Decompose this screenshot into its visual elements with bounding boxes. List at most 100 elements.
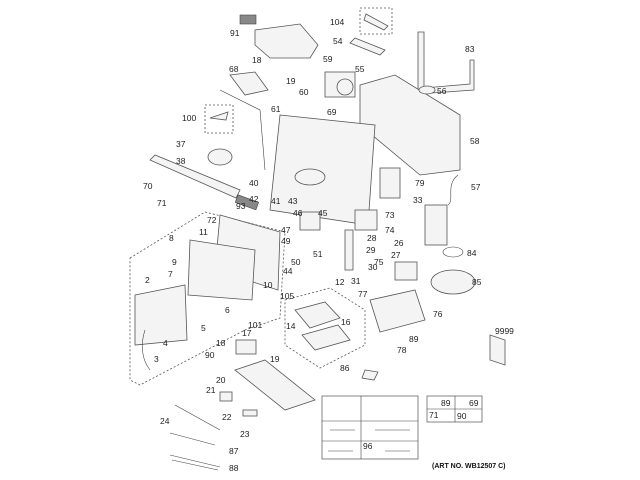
callout: 4 bbox=[163, 338, 168, 348]
kit-104-box bbox=[359, 7, 393, 35]
callout: 40 bbox=[249, 178, 259, 188]
callout: 47 bbox=[281, 225, 291, 235]
leader-line bbox=[219, 89, 266, 171]
callout: 2 bbox=[145, 275, 150, 285]
part-21 bbox=[219, 391, 233, 402]
callout: 26 bbox=[394, 238, 404, 248]
callout: 85 bbox=[472, 277, 482, 287]
kit-100-box bbox=[204, 104, 234, 134]
part-85-turntable bbox=[430, 269, 476, 295]
part-76-base bbox=[369, 289, 426, 333]
callout: 100 bbox=[182, 113, 196, 123]
callout: 44 bbox=[283, 266, 293, 276]
callout: 72 bbox=[207, 215, 217, 225]
callout: 30 bbox=[368, 262, 378, 272]
callout: 19 bbox=[286, 76, 296, 86]
callout: 10 bbox=[263, 280, 273, 290]
callout: 45 bbox=[318, 208, 328, 218]
callout: 57 bbox=[471, 182, 481, 192]
callout: 18 bbox=[216, 338, 226, 348]
part-42 bbox=[234, 194, 260, 211]
callout: 49 bbox=[281, 236, 291, 246]
part-cavity-stirrer bbox=[294, 168, 326, 186]
callout: 37 bbox=[176, 139, 186, 149]
callout: 19 bbox=[270, 354, 280, 364]
callout: 22 bbox=[222, 412, 232, 422]
callout: 59 bbox=[323, 54, 333, 64]
callout: 8 bbox=[169, 233, 174, 243]
callout: 58 bbox=[470, 136, 480, 146]
callout: 79 bbox=[415, 178, 425, 188]
callout: 86 bbox=[340, 363, 350, 373]
legend-90: 90 bbox=[457, 411, 467, 421]
part-54 bbox=[349, 37, 386, 56]
part-24-wire bbox=[174, 404, 221, 431]
part-37-fan-blade bbox=[207, 148, 233, 166]
part-control-bracket bbox=[254, 23, 319, 59]
callout: 7 bbox=[168, 269, 173, 279]
part-87-harness bbox=[169, 432, 216, 446]
callout: 23 bbox=[240, 429, 250, 439]
callout: 93 bbox=[236, 201, 246, 211]
hardware-table-86 bbox=[321, 395, 419, 460]
part-68 bbox=[229, 71, 269, 96]
callout: 29 bbox=[366, 245, 376, 255]
callout: 17 bbox=[242, 328, 252, 338]
part-70-vent-grille bbox=[149, 154, 241, 199]
callout: 56 bbox=[437, 86, 447, 96]
callout: 21 bbox=[206, 385, 216, 395]
callout: 33 bbox=[413, 195, 423, 205]
callout: 41 bbox=[271, 196, 281, 206]
callout: 51 bbox=[313, 249, 323, 259]
part-88-harness bbox=[169, 454, 221, 471]
hardware-screws bbox=[328, 429, 410, 452]
callout: 76 bbox=[433, 309, 443, 319]
callout: 78 bbox=[397, 345, 407, 355]
callout: 6 bbox=[225, 305, 230, 315]
kit-101-door-box bbox=[129, 211, 286, 386]
callout: 91 bbox=[230, 28, 240, 38]
callout: 69 bbox=[327, 107, 337, 117]
part-2-door-panel bbox=[134, 284, 188, 346]
callout: 46 bbox=[293, 208, 303, 218]
legend-69: 69 bbox=[469, 398, 479, 408]
callout: 12 bbox=[335, 277, 345, 287]
callout: 28 bbox=[367, 233, 377, 243]
part-cover-panel bbox=[424, 204, 448, 246]
part-9999-manual bbox=[489, 334, 506, 366]
callout: 3 bbox=[154, 354, 159, 364]
art-number: (ART NO. WB12507 C) bbox=[432, 463, 506, 470]
callout: 18 bbox=[252, 55, 262, 65]
part-drawings bbox=[129, 7, 506, 471]
part-105-light-cover bbox=[294, 301, 341, 329]
part-83 bbox=[417, 31, 475, 95]
hardware-table-grid bbox=[322, 396, 418, 459]
callout: 24 bbox=[160, 416, 170, 426]
part-45 bbox=[299, 211, 321, 231]
callout: 38 bbox=[176, 156, 186, 166]
part-17 bbox=[235, 339, 257, 355]
callout: 105 bbox=[280, 291, 294, 301]
part-86-pack bbox=[361, 369, 379, 381]
callout: 43 bbox=[288, 196, 298, 206]
part-104 bbox=[363, 13, 389, 31]
callout: 54 bbox=[333, 36, 343, 46]
callout: 27 bbox=[391, 250, 401, 260]
part-100 bbox=[209, 111, 229, 121]
callout: 16 bbox=[341, 317, 351, 327]
part-73-magnetron bbox=[354, 209, 378, 231]
callout: 74 bbox=[385, 225, 395, 235]
callout: 84 bbox=[467, 248, 477, 258]
callout: 55 bbox=[355, 64, 365, 74]
callout: 71 bbox=[157, 198, 167, 208]
callout: 11 bbox=[199, 227, 208, 237]
callout: 83 bbox=[465, 44, 475, 54]
part-59-fan bbox=[336, 78, 354, 96]
part-57-cord bbox=[447, 174, 459, 206]
callout: 31 bbox=[351, 276, 361, 286]
callout: 77 bbox=[358, 289, 368, 299]
part-9-door bbox=[187, 239, 256, 301]
callout: 9999 bbox=[495, 326, 514, 336]
callout: 70 bbox=[143, 181, 153, 191]
